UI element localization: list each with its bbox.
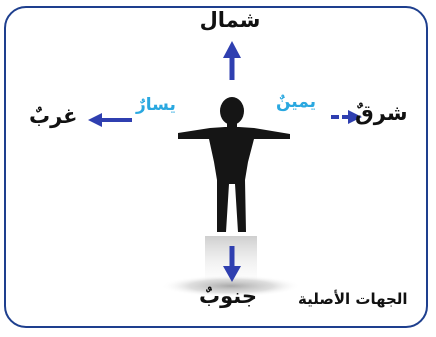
west-label: غربٌ [29, 104, 78, 128]
arrow-right-icon [331, 110, 362, 124]
arrow-up-icon [223, 41, 241, 80]
right-side-label: يمينٌ [276, 92, 317, 112]
arrow-down-icon [223, 246, 241, 282]
arrow-left-icon [88, 113, 132, 127]
floor-shadow [161, 236, 301, 297]
east-label: شرقٌ [355, 101, 408, 125]
diagram-caption: الجهات الأصلية [298, 290, 408, 308]
south-label: جنوبٌ [199, 284, 257, 308]
person-silhouette-icon [178, 97, 290, 232]
north-label: شمال [199, 8, 261, 32]
left-side-label: يسارٌ [136, 95, 176, 115]
